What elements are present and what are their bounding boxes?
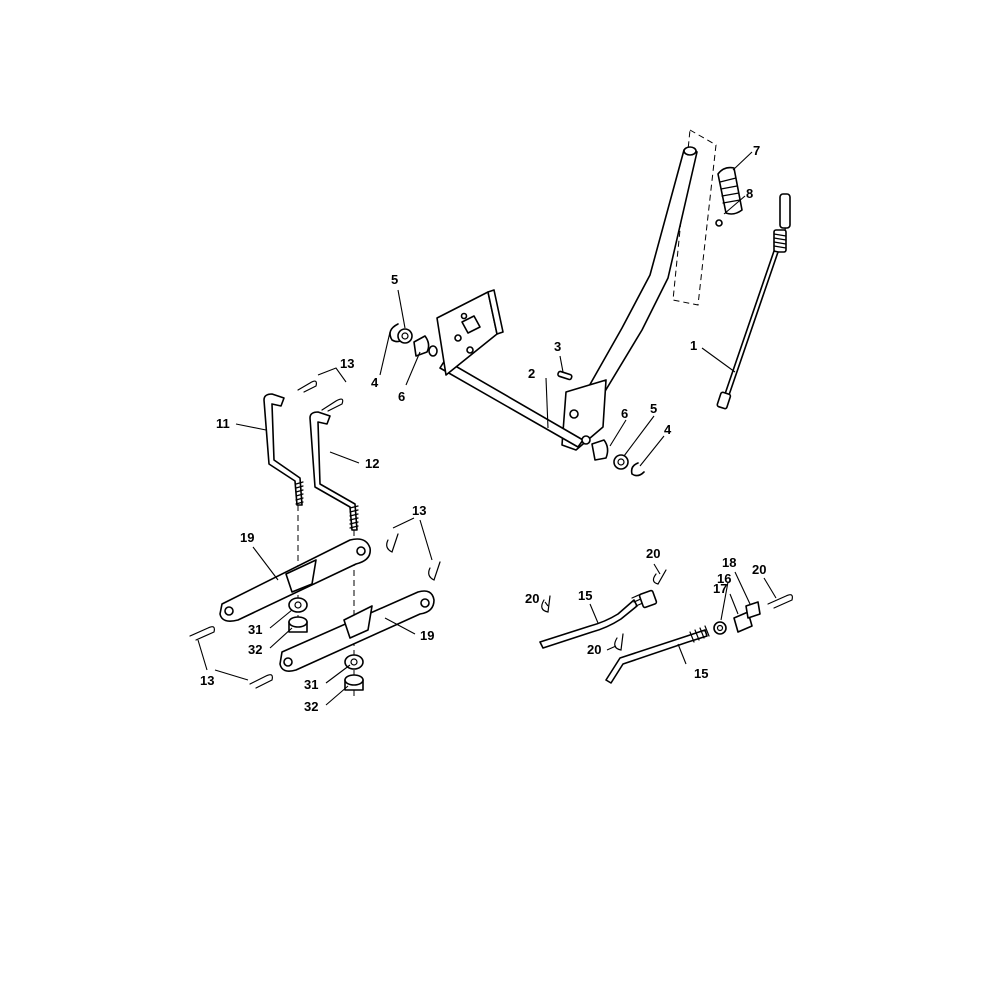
handle-dashed-outline [672,129,717,306]
callout-6-right: 6 [621,406,628,421]
part-1-adjust-rod [716,193,791,410]
callout-8: 8 [746,186,753,201]
leader-lines [197,151,777,706]
part-18-nut [745,601,761,619]
callout-labels: 1 2 3 4 5 6 6 5 4 7 8 13 11 12 13 19 31 … [200,143,766,714]
part-7-handle-grip [717,166,743,215]
part-15-link-upper [539,589,658,649]
part-15-link-lower [605,625,710,684]
callout-20-top: 20 [646,546,660,561]
callout-19-upper: 19 [240,530,254,545]
callout-18: 18 [722,555,736,570]
callout-32-lower: 32 [304,699,318,714]
callout-17: 17 [713,581,727,596]
callout-4-right: 4 [664,422,672,437]
part-13-hairpin-clips-top [297,380,344,412]
part-12-lift-link [309,411,359,531]
callout-6-left: 6 [398,389,405,404]
callout-5-left: 5 [391,272,398,287]
part-31-spacer-upper [288,597,308,613]
callout-4-left: 4 [371,375,379,390]
callout-11: 11 [216,416,230,431]
part-16-washer [713,621,727,635]
mounting-bracket [436,289,504,376]
part-19-pivot-arm-lower [279,590,435,672]
callout-13-right: 13 [412,503,426,518]
callout-13-bottom: 13 [200,673,214,688]
callout-15-upper: 15 [578,588,592,603]
callout-3: 3 [554,339,561,354]
part-11-lift-link [263,393,304,506]
callout-1: 1 [690,338,697,353]
callout-32-upper: 32 [248,642,262,657]
callout-5-right: 5 [650,401,657,416]
part-32-nut-lower [344,674,364,691]
part-13-hairpin-clips-arms [189,533,441,689]
callout-12: 12 [365,456,379,471]
part-32-nut-upper [288,616,308,633]
left-shaft-hardware [389,323,438,357]
part-2-lift-lever [439,146,698,451]
part-19-pivot-arm-upper [219,538,372,622]
callout-15-lower: 15 [694,666,708,681]
part-3-key [557,370,573,381]
callout-31-lower: 31 [304,677,318,692]
part-8-pin [715,219,723,227]
callout-7: 7 [753,143,760,158]
callout-2: 2 [528,366,535,381]
callout-13-top: 13 [340,356,354,371]
callout-20-left: 20 [525,591,539,606]
callout-20-right: 20 [752,562,766,577]
callout-19-lower: 19 [420,628,434,643]
callout-20-lower: 20 [587,642,601,657]
right-shaft-hardware [591,439,645,477]
part-20-hairpin-clips [541,569,793,651]
callout-31-upper: 31 [248,622,262,637]
callout-16: 16 [717,571,731,586]
